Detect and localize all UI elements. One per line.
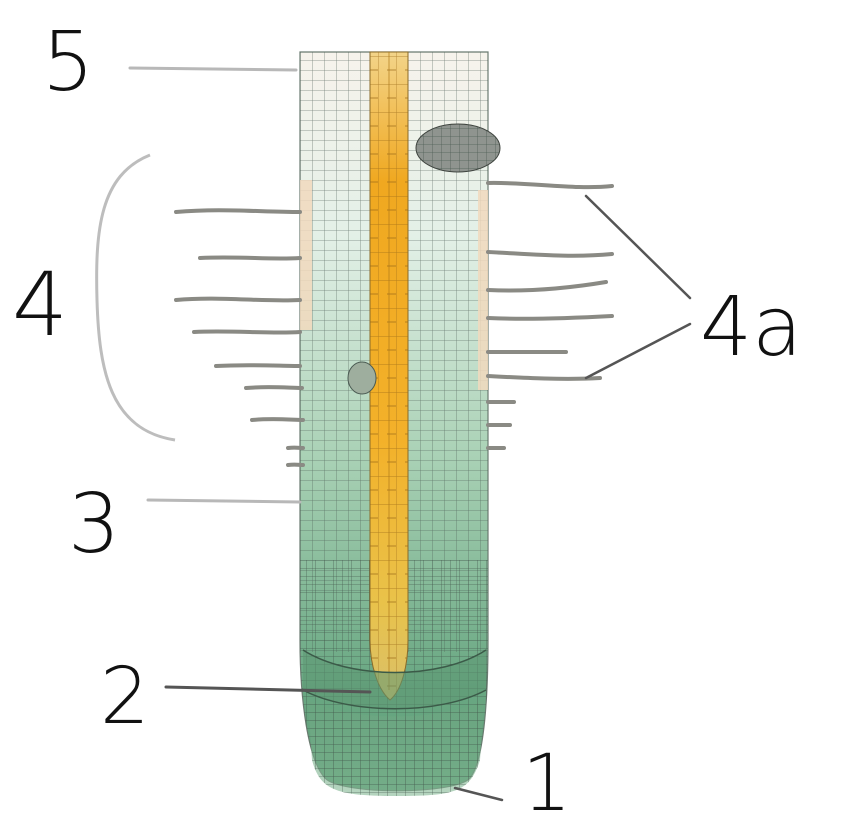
label-2: 2	[100, 652, 150, 742]
label-4a: 4a	[700, 280, 802, 375]
root-hairs-left	[176, 210, 303, 465]
hair-zone-bracket	[97, 155, 175, 440]
label-4: 4	[12, 253, 68, 356]
root-hairs-right	[488, 183, 612, 448]
label-1: 1	[522, 739, 572, 815]
pointer-line-4a-lower	[586, 324, 690, 378]
pointer-line-1	[455, 788, 502, 800]
label-5: 5	[42, 15, 94, 110]
pointer-line-5	[130, 68, 296, 70]
label-3: 3	[68, 477, 120, 572]
pointer-line-3	[148, 500, 300, 502]
